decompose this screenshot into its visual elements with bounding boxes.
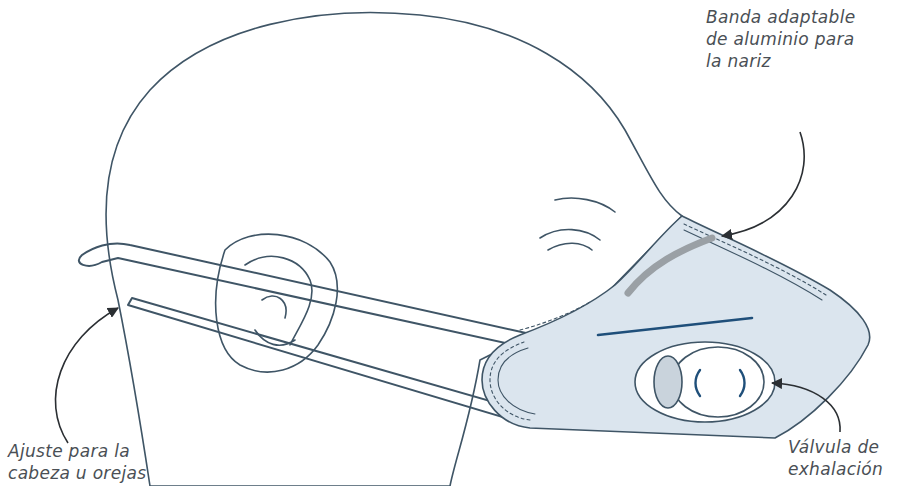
part-label: Banda adaptable de aluminio para la nari… bbox=[706, 6, 856, 72]
fold-line bbox=[598, 318, 752, 335]
valve-mark bbox=[696, 370, 745, 396]
part-label: Ajuste para la cabeza u orejas bbox=[8, 440, 148, 484]
leader-arrow bbox=[772, 383, 840, 432]
mask-seam bbox=[490, 224, 826, 420]
cheek-line bbox=[555, 198, 615, 212]
valve-base bbox=[635, 342, 775, 422]
upper-strap bbox=[79, 243, 535, 348]
ear-inner bbox=[245, 256, 312, 345]
lower-strap bbox=[128, 298, 528, 424]
leader-arrow bbox=[722, 132, 804, 236]
valve-cap bbox=[672, 347, 764, 417]
nose-band bbox=[628, 238, 712, 293]
valve-ring bbox=[654, 356, 682, 408]
eye bbox=[540, 230, 600, 250]
part-label: Válvula de exhalación bbox=[788, 436, 902, 480]
mask-body bbox=[482, 216, 870, 438]
leader-arrow bbox=[55, 308, 118, 443]
